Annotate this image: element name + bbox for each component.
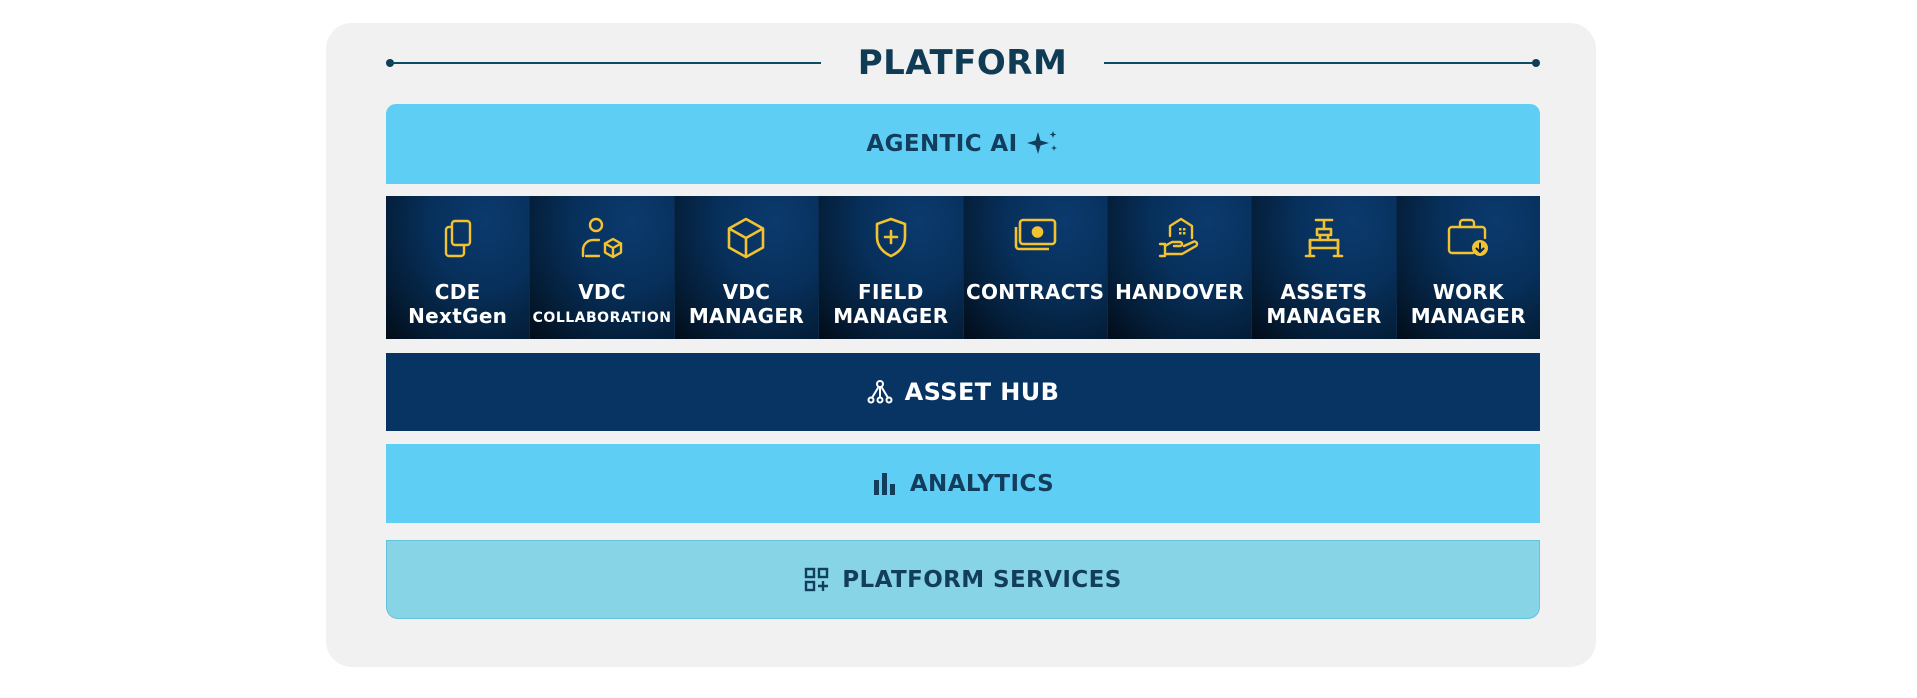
module-contracts[interactable]: CONTRACTS [963, 196, 1108, 339]
platform-services-band[interactable]: PLATFORM SERVICES [386, 540, 1540, 619]
platform-header: PLATFORM [386, 37, 1540, 89]
user-cube-icon [530, 216, 673, 260]
valve-icon [1252, 216, 1395, 260]
module-subtitle: MANAGER [1266, 304, 1382, 328]
platform-services-label: PLATFORM SERVICES [842, 566, 1122, 593]
analytics-label: ANALYTICS [909, 470, 1055, 497]
module-title: WORK [1432, 280, 1504, 304]
module-subtitle: NextGen [408, 304, 508, 328]
module-handover[interactable]: HANDOVER [1107, 196, 1253, 339]
module-title: CONTRACTS [966, 280, 1105, 304]
module-title: VDC [722, 280, 771, 304]
module-title: ASSETS [1280, 280, 1368, 304]
copy-icon [386, 216, 529, 260]
sparkles-icon [1026, 129, 1060, 159]
module-work-manager[interactable]: WORK MANAGER [1396, 196, 1540, 339]
module-subtitle: MANAGER [833, 304, 949, 328]
network-icon [867, 379, 893, 405]
module-assets-manager[interactable]: ASSETS MANAGER [1252, 196, 1397, 339]
platform-card: PLATFORM AGENTIC AI CDE NextGen [326, 23, 1596, 667]
module-cde-nextgen[interactable]: CDE NextGen [386, 196, 531, 339]
module-title: VDC [578, 280, 626, 304]
asset-hub-band[interactable]: ASSET HUB [386, 353, 1540, 431]
module-title: FIELD [858, 280, 924, 304]
grid-plus-icon [804, 567, 830, 593]
module-vdc-collaboration[interactable]: VDC COLLABORATION [530, 196, 675, 339]
briefcase-download-icon [1397, 216, 1540, 260]
module-field-manager[interactable]: FIELD MANAGER [819, 196, 964, 339]
title-line-right [1104, 62, 1535, 64]
analytics-band[interactable]: ANALYTICS [386, 444, 1540, 523]
agentic-ai-label: AGENTIC AI [866, 131, 1018, 157]
module-vdc-manager[interactable]: VDC MANAGER [674, 196, 820, 339]
cube-icon [675, 216, 818, 260]
module-title: HANDOVER [1115, 280, 1245, 304]
money-icon [964, 216, 1107, 260]
asset-hub-label: ASSET HUB [904, 378, 1060, 406]
module-subtitle: MANAGER [1410, 304, 1526, 328]
title-line-right-dot [1532, 59, 1540, 67]
module-title: CDE [434, 280, 481, 304]
modules-row: CDE NextGen VDC COLLABORATION [386, 196, 1540, 339]
house-hand-icon [1108, 216, 1251, 260]
module-subtitle: MANAGER [688, 304, 805, 328]
module-subtitle: COLLABORATION [532, 310, 672, 326]
agentic-ai-band[interactable]: AGENTIC AI [386, 104, 1540, 184]
bar-chart-icon [872, 471, 898, 497]
title-line-left [390, 62, 821, 64]
shield-plus-icon [819, 216, 962, 260]
platform-title: PLATFORM [857, 43, 1068, 83]
